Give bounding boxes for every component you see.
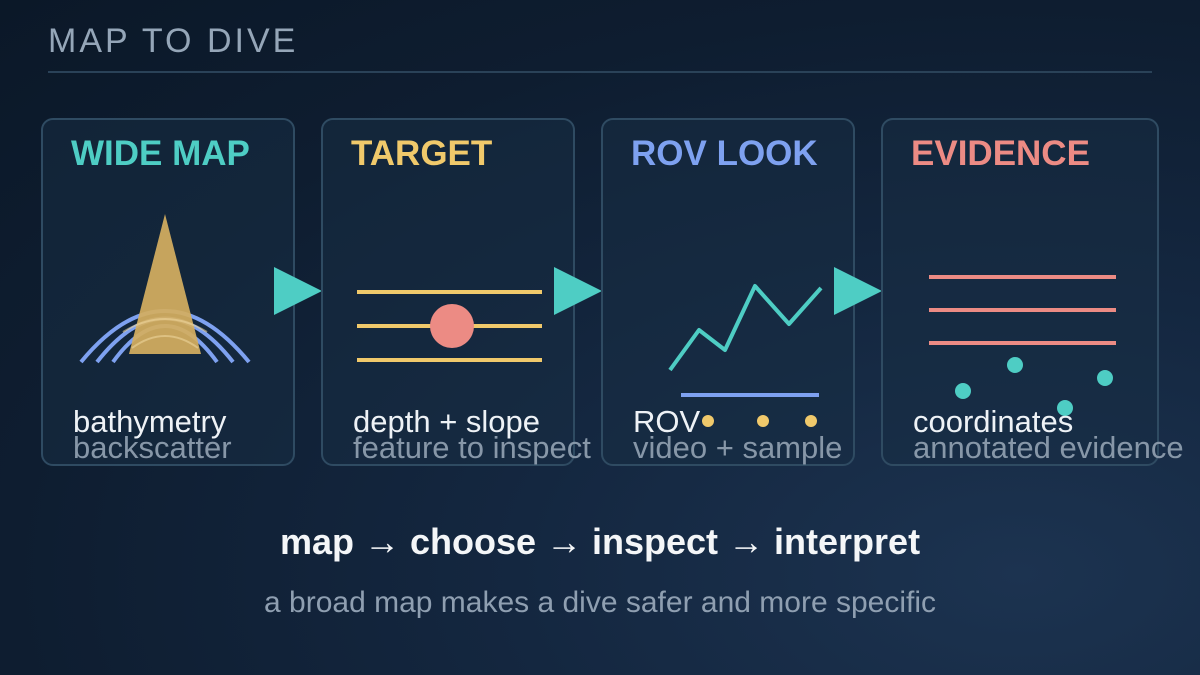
- card-line-secondary: annotated evidence: [913, 430, 1184, 465]
- card-heading: ROV LOOK: [631, 134, 818, 173]
- card-target: TARGET depth + slope feature to inspect: [321, 118, 591, 466]
- card-heading: TARGET: [351, 134, 493, 173]
- card-wide-map: WIDE MAP bathymetry backscatter: [41, 118, 295, 466]
- card-evidence: EVIDENCE coordinates annotated evidence: [881, 118, 1184, 466]
- target-feature-icon: [357, 290, 542, 362]
- caption: a broad map makes a dive safer and more …: [264, 586, 936, 619]
- arrow-right-icon: [554, 267, 602, 315]
- sonar-swath-icon: [79, 214, 251, 364]
- card-line-secondary: feature to inspect: [353, 430, 591, 465]
- card-heading: EVIDENCE: [911, 134, 1090, 173]
- card-rov-look: ROV LOOK ROV video + sample: [601, 118, 855, 466]
- workflow-summary: map → choose → inspect → interpret: [279, 521, 921, 562]
- card-line-primary: depth + slope: [353, 404, 541, 439]
- card-line-secondary: video + sample: [633, 430, 843, 465]
- card-line-secondary: backscatter: [73, 430, 232, 465]
- card-line-primary: ROV: [633, 404, 701, 439]
- arrow-right-icon: [834, 267, 882, 315]
- card-line-primary: bathymetry: [73, 404, 227, 439]
- card-heading: WIDE MAP: [71, 134, 250, 173]
- title-divider: [48, 71, 1152, 73]
- card-line-primary: coordinates: [913, 404, 1074, 439]
- arrow-right-icon: [274, 267, 322, 315]
- rov-profile-icon: [668, 284, 823, 427]
- slide-title: MAP TO DIVE: [48, 22, 299, 60]
- evidence-record-icon: [929, 275, 1116, 416]
